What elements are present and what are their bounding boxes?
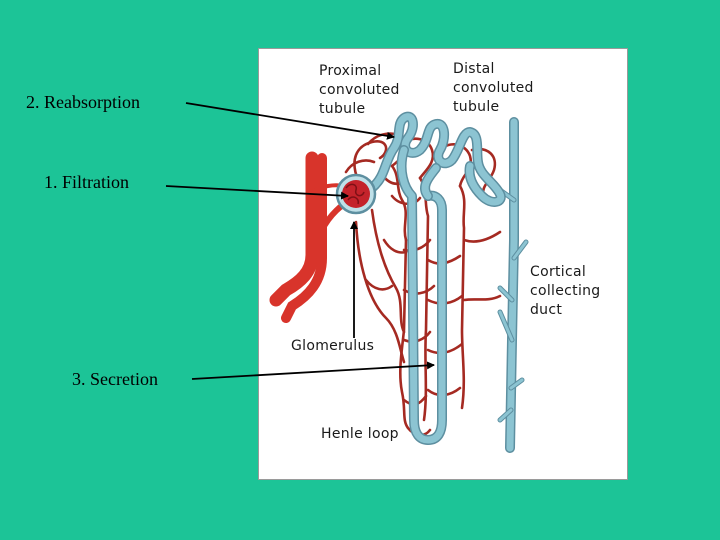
glomerulus-label: Glomerulus xyxy=(291,338,375,354)
secretion-arrow xyxy=(191,361,435,380)
reabsorption-label: 2. Reabsorption xyxy=(26,92,140,112)
henle-loop-label: Henle loop xyxy=(321,426,399,442)
collecting-duct xyxy=(489,117,529,453)
collecting-duct-label: Cortical collecting duct xyxy=(530,264,601,318)
nephron-tubule xyxy=(367,111,506,445)
filtration-label: 1. Filtration xyxy=(44,172,129,192)
distal-tubule-label: Distal convoluted tubule xyxy=(453,61,534,115)
secretion-label: 3. Secretion xyxy=(72,369,158,389)
reabsorption-arrow xyxy=(185,102,395,140)
glomerulus-structure xyxy=(335,173,377,215)
proximal-tubule-label: Proximal convoluted tubule xyxy=(319,63,400,117)
filtration-arrow xyxy=(165,185,349,200)
